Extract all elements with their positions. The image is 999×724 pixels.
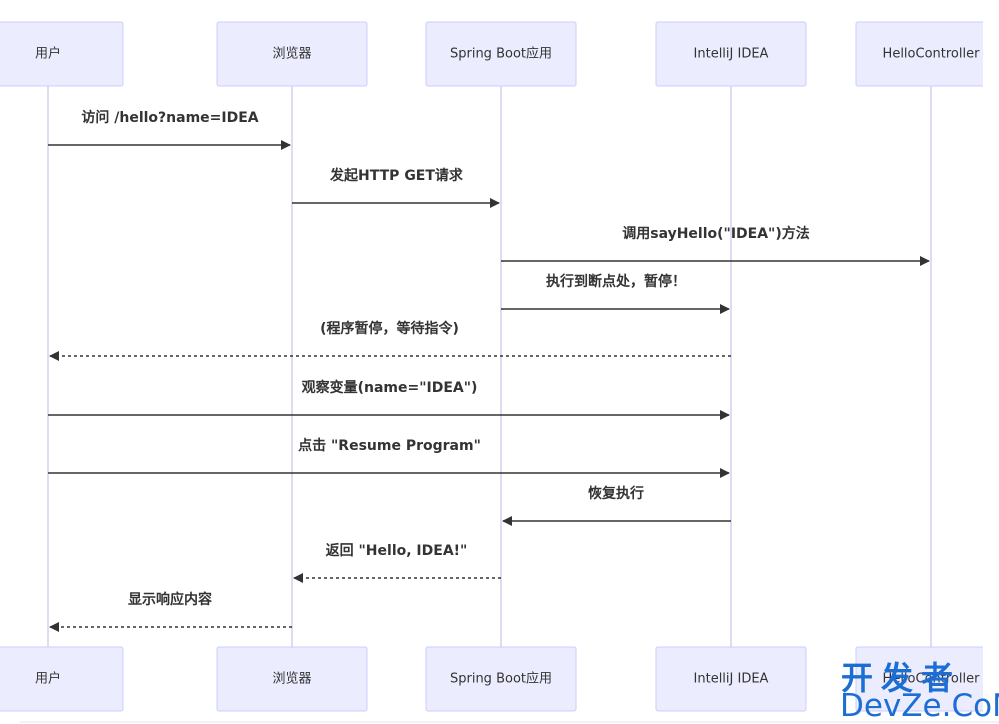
actor-label: 浏览器 — [272, 671, 311, 687]
actor-app-top: Spring Boot应用 — [425, 21, 577, 87]
message-7: 点击 "Resume Program" — [48, 437, 730, 478]
message-label: 点击 "Resume Program" — [298, 437, 481, 454]
actor-controller-top: HelloController — [855, 21, 999, 87]
message-3: 调用sayHello("IDEA")方法 — [501, 225, 930, 266]
message-6: 观察变量(name="IDEA") — [48, 379, 730, 420]
actor-browser-top: 浏览器 — [216, 21, 368, 87]
actor-label: HelloController — [883, 47, 981, 62]
actor-box — [0, 21, 124, 87]
actor-box — [855, 21, 999, 87]
actor-idea-top: IntelliJ IDEA — [655, 21, 807, 87]
message-label: 访问 /hello?name=IDEA — [81, 109, 258, 126]
actor-box — [216, 646, 368, 712]
actors-bottom: 用户 浏览器 Spring Boot应用 IntelliJ IDEA HelloCont… — [0, 646, 999, 712]
actor-user-top: 用户 — [0, 21, 124, 87]
message-2: 发起HTTP GET请求 — [292, 167, 500, 208]
lifelines — [47, 86, 932, 647]
message-label: 恢复执行 — [588, 485, 644, 502]
message-label: (程序暂停，等待指令) — [320, 320, 459, 337]
actor-box — [425, 21, 577, 87]
watermark-logo: 开发者 DevZe.CoM — [840, 659, 999, 724]
message-1: 访问 /hello?name=IDEA — [48, 109, 291, 150]
actor-label: IntelliJ IDEA — [694, 672, 769, 687]
watermark-line2: DevZe.CoM — [840, 688, 999, 724]
actor-label: HelloController — [883, 672, 981, 687]
actors-top: 用户 浏览器 Spring Boot应用 IntelliJ IDEA HelloCont… — [0, 21, 999, 87]
message-label: 显示响应内容 — [128, 591, 212, 608]
message-label: 返回 "Hello, IDEA!" — [326, 542, 468, 559]
actor-label: 浏览器 — [272, 46, 311, 62]
message-label: 执行到断点处，暂停！ — [546, 273, 686, 290]
message-9: 返回 "Hello, IDEA!" — [293, 542, 501, 583]
actor-box — [425, 646, 577, 712]
message-5: (程序暂停，等待指令) — [49, 320, 731, 361]
actor-box — [0, 646, 124, 712]
message-label: 观察变量(name="IDEA") — [302, 379, 478, 396]
actor-box — [655, 646, 807, 712]
actor-box — [655, 21, 807, 87]
actor-controller-bottom: HelloController — [855, 646, 999, 712]
message-label: 调用sayHello("IDEA")方法 — [622, 225, 810, 242]
messages: 访问 /hello?name=IDEA 发起HTTP GET请求调用sayHell… — [48, 109, 930, 632]
actor-label: 用户 — [35, 46, 61, 62]
actor-box — [855, 646, 999, 712]
message-4: 执行到断点处，暂停！ — [501, 273, 730, 314]
actor-app-bottom: Spring Boot应用 — [425, 646, 577, 712]
actor-user-bottom: 用户 — [0, 646, 124, 712]
message-10: 显示响应内容 — [49, 591, 292, 632]
actor-browser-bottom: 浏览器 — [216, 646, 368, 712]
actor-box — [216, 21, 368, 87]
actor-label: Spring Boot应用 — [450, 46, 552, 62]
message-8: 恢复执行 — [502, 485, 731, 526]
actor-label: 用户 — [35, 671, 61, 687]
actor-label: Spring Boot应用 — [450, 671, 552, 687]
right-edge-crop — [983, 0, 999, 724]
watermark-line1: 开发者 — [841, 659, 961, 697]
actor-idea-bottom: IntelliJ IDEA — [655, 646, 807, 712]
actor-label: IntelliJ IDEA — [694, 47, 769, 62]
message-label: 发起HTTP GET请求 — [329, 167, 464, 184]
